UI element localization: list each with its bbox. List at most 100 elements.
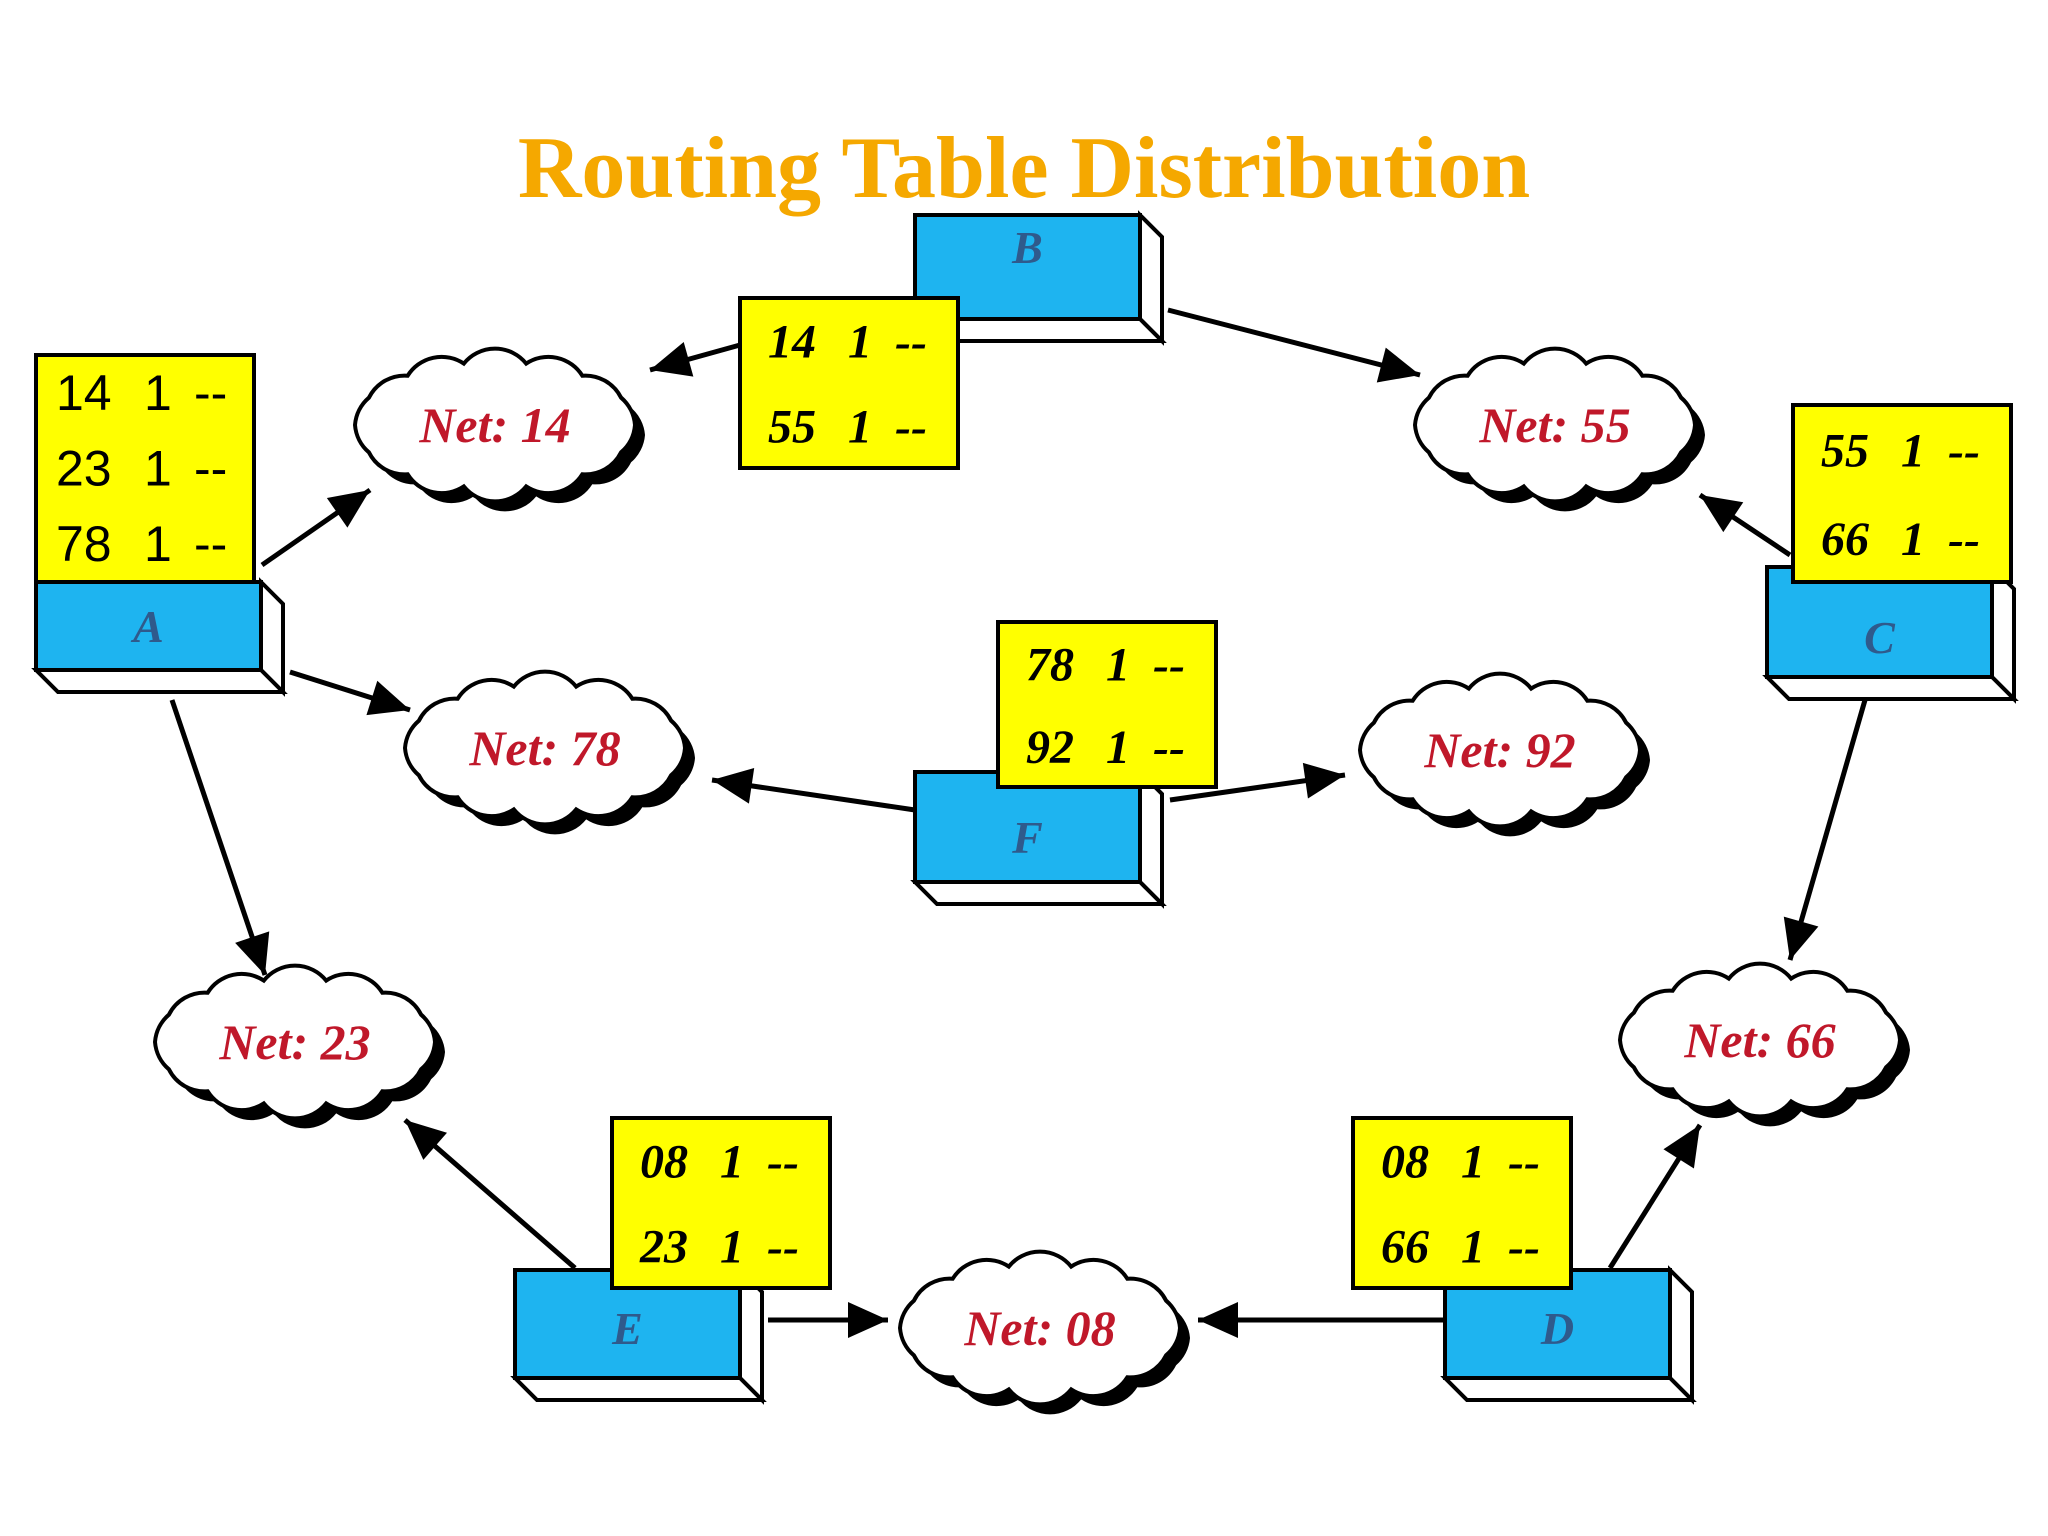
link-a-net-23 <box>169 699 268 976</box>
cloud-icon <box>1357 671 1643 829</box>
arrowhead-icon <box>848 1302 888 1338</box>
table-cell-next-hop: -- <box>194 441 227 497</box>
arrowhead-icon <box>326 490 370 528</box>
links-layer <box>169 307 1868 1338</box>
table-cell-hops: 1 <box>848 316 872 369</box>
table-cell-network: 66 <box>1381 1221 1429 1274</box>
arrowhead-icon <box>1198 1302 1238 1338</box>
routing-table <box>610 1116 832 1290</box>
network-net-92: Net: 92 <box>1357 671 1650 837</box>
router-bottom-face <box>1440 1376 1697 1402</box>
arrowhead-icon <box>712 768 755 804</box>
arrowhead-icon <box>1783 916 1819 960</box>
cloud-icon <box>1617 961 1903 1119</box>
table-cell-next-hop: -- <box>1948 424 1980 477</box>
table-cell-hops: 1 <box>1106 721 1130 774</box>
router-icon <box>1765 565 1994 679</box>
table-cell-next-hop: -- <box>1508 1136 1540 1189</box>
routing-table <box>1351 1116 1573 1290</box>
table-cell-hops: 1 <box>144 441 172 497</box>
table-cell-hops: 1 <box>848 401 872 454</box>
router-b: 14 1 -- 55 1 -- B <box>738 210 1167 470</box>
router-a: 14 1 -- 23 1 -- 78 1 -- A <box>31 353 288 697</box>
network-label: Net: 78 <box>468 720 620 776</box>
router-bottom-face <box>510 1376 767 1402</box>
network-net-66: Net: 66 <box>1617 961 1910 1127</box>
table-cell-hops: 1 <box>1901 424 1925 477</box>
router-label: E <box>611 1303 643 1354</box>
network-label: Net: 66 <box>1683 1012 1835 1068</box>
network-net-55: Net: 55 <box>1412 346 1705 512</box>
table-cell-next-hop: -- <box>1948 513 1980 566</box>
router-e: 08 1 -- 23 1 -- E <box>510 1116 832 1405</box>
router-label: B <box>1011 222 1043 273</box>
table-cell-hops: 1 <box>1461 1136 1485 1189</box>
cloud-icon <box>152 963 438 1121</box>
table-cell-next-hop: -- <box>1153 721 1185 774</box>
network-label: Net: 08 <box>963 1300 1115 1356</box>
table-cell-hops: 1 <box>144 516 172 572</box>
table-cell-next-hop: -- <box>767 1136 799 1189</box>
arrowhead-icon <box>1302 762 1345 799</box>
network-label: Net: 55 <box>1478 397 1630 453</box>
table-cell-network: 23 <box>56 441 112 497</box>
table-cell-network: 55 <box>768 401 816 454</box>
link-b-net-55 <box>1167 307 1421 378</box>
table-cell-network: 78 <box>1026 638 1074 691</box>
routing-table <box>34 353 256 584</box>
arrowhead-icon <box>1376 347 1420 383</box>
table-cell-next-hop: -- <box>1508 1221 1540 1274</box>
arrowhead-icon <box>1663 1125 1700 1169</box>
arrowhead-icon <box>405 1120 447 1160</box>
table-cell-next-hop: -- <box>895 316 927 369</box>
table-cell-network: 08 <box>640 1136 688 1189</box>
router-label: A <box>130 601 164 652</box>
cloud-icon <box>1412 346 1698 504</box>
table-cell-network: 14 <box>768 316 816 369</box>
routing-table <box>738 296 960 470</box>
table-cell-next-hop: -- <box>895 401 927 454</box>
diagram-title: Routing Table Distribution <box>517 120 1531 217</box>
cloud-icon <box>402 669 688 827</box>
router-label: F <box>1011 812 1043 863</box>
link-c-net-66 <box>1787 699 1868 961</box>
table-cell-next-hop: -- <box>194 365 227 421</box>
network-label: Net: 92 <box>1423 722 1575 778</box>
table-cell-next-hop: -- <box>194 516 227 572</box>
table-cell-network: 14 <box>56 365 112 421</box>
network-net-14: Net: 14 <box>352 346 645 512</box>
network-label: Net: 14 <box>418 397 570 453</box>
table-cell-network: 78 <box>56 516 112 572</box>
router-icon <box>34 580 263 672</box>
table-cell-hops: 1 <box>144 365 172 421</box>
arrowhead-icon <box>366 680 410 716</box>
router-label: D <box>1540 1303 1574 1354</box>
table-cell-next-hop: -- <box>767 1221 799 1274</box>
arrowhead-icon <box>235 931 270 975</box>
table-cell-network: 23 <box>639 1221 688 1274</box>
arrowhead-icon <box>650 341 694 377</box>
cloud-icon <box>897 1249 1183 1407</box>
arrowhead-icon <box>1700 495 1744 533</box>
router-bottom-face <box>31 668 288 694</box>
cloud-icon <box>352 346 638 504</box>
table-cell-hops: 1 <box>1901 513 1925 566</box>
table-cell-network: 08 <box>1381 1136 1429 1189</box>
routing-table <box>996 620 1218 789</box>
table-cell-network: 55 <box>1821 424 1869 477</box>
router-bottom-face <box>1762 675 2019 701</box>
table-cell-hops: 1 <box>1106 638 1130 691</box>
router-bottom-face <box>910 880 1167 906</box>
network-net-23: Net: 23 <box>152 963 445 1129</box>
router-label: C <box>1864 612 1896 663</box>
table-cell-hops: 1 <box>720 1136 744 1189</box>
table-cell-hops: 1 <box>1461 1221 1485 1274</box>
network-net-08: Net: 08 <box>897 1249 1190 1415</box>
network-label: Net: 23 <box>218 1014 370 1070</box>
table-cell-next-hop: -- <box>1153 638 1185 691</box>
table-cell-hops: 1 <box>720 1221 744 1274</box>
